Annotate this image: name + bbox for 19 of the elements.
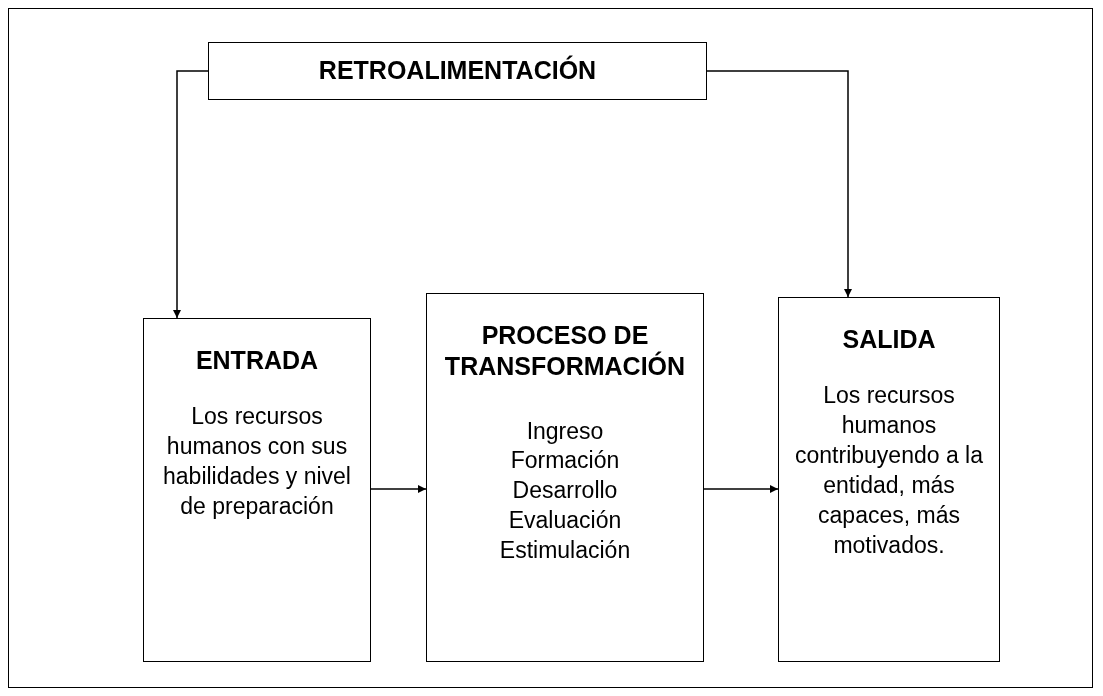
arrow bbox=[370, 485, 427, 493]
arrow bbox=[706, 70, 852, 298]
arrow bbox=[703, 485, 779, 493]
box-heading: RETROALIMENTACIÓN bbox=[318, 55, 597, 87]
box-heading: PROCESO DE TRANSFORMACIÓN bbox=[443, 320, 687, 383]
box-heading: SALIDA bbox=[842, 324, 936, 355]
box-text: Estimulación bbox=[499, 536, 631, 566]
box-text: Los recursos humanos con sus habilidades y nivel de preparación bbox=[162, 402, 352, 521]
box-text: Evaluación bbox=[508, 506, 622, 536]
box-text: Desarrollo bbox=[512, 476, 618, 506]
process-box bbox=[208, 42, 707, 100]
box-text: Ingreso bbox=[526, 416, 604, 446]
process-box bbox=[778, 297, 1000, 662]
box-heading: ENTRADA bbox=[195, 345, 319, 376]
box-text: Formación bbox=[510, 446, 620, 476]
box-text: Los recursos humanos contribuyendo a la entidad, más capaces, más motivados. bbox=[794, 381, 984, 560]
process-box bbox=[143, 318, 371, 662]
process-box bbox=[426, 293, 704, 662]
arrow bbox=[173, 70, 209, 319]
